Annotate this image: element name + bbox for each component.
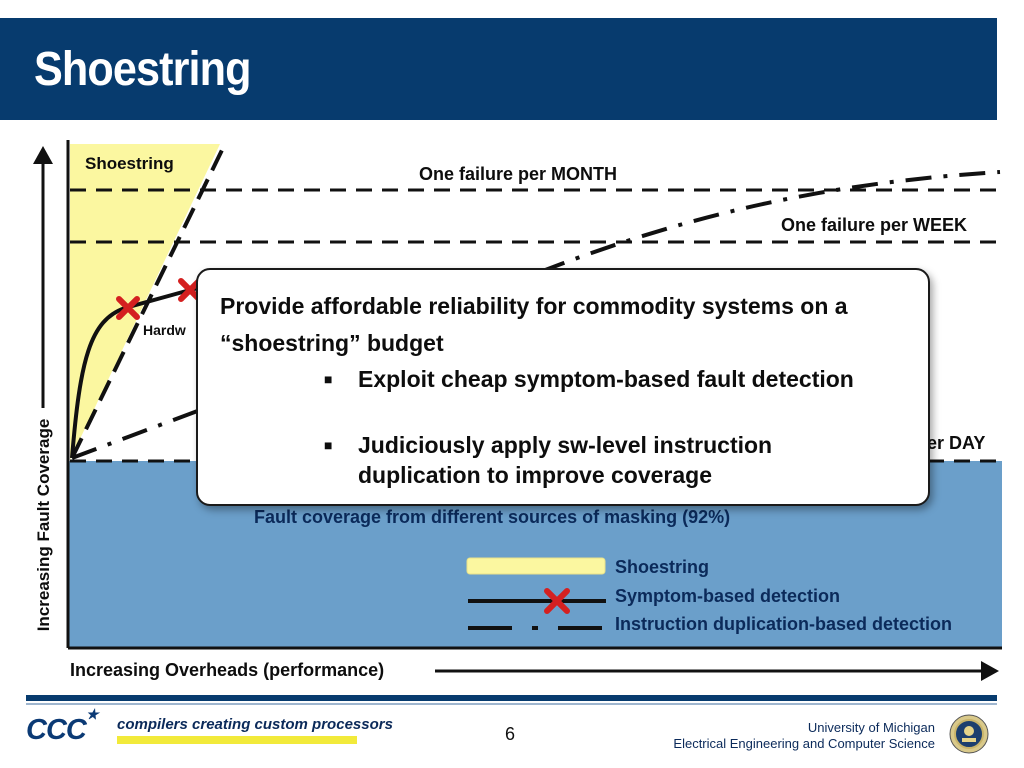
callout-main-text: Provide affordable reliability for commo… — [220, 293, 848, 356]
callout-box: Provide affordable reliability for commo… — [196, 268, 930, 506]
ccc-logo: CCC ★ — [26, 706, 99, 747]
legend-label-shoestring: Shoestring — [615, 557, 710, 577]
title-bar: Shoestring — [0, 18, 997, 120]
legend-label-symptom: Symptom-based detection — [615, 586, 841, 606]
masking-label: Fault coverage from different sources of… — [254, 507, 731, 527]
hardware-label: Hardw — [143, 322, 186, 338]
square-bullet-icon: ■ — [324, 371, 333, 387]
footer-rule-thin — [26, 703, 997, 705]
page-number: 6 — [505, 724, 516, 744]
legend-marker-icon — [544, 588, 570, 614]
day-threshold-label: er DAY — [927, 433, 986, 453]
callout-bullet: ■ Judiciously apply sw-level instruction… — [324, 430, 858, 490]
x-axis-arrowhead — [981, 661, 999, 681]
y-axis-arrowhead — [33, 146, 53, 164]
month-threshold-label: One failure per MONTH — [419, 164, 618, 184]
x-axis-label: Increasing Overheads (performance) — [70, 660, 385, 680]
square-bullet-icon: ■ — [324, 437, 333, 453]
legend-label-duplication: Instruction duplication-based detection — [615, 614, 953, 634]
shoestring-region-label: Shoestring — [85, 154, 174, 173]
footer-rule — [26, 695, 997, 701]
legend-swatch-shoestring — [466, 557, 606, 575]
department-name: Electrical Engineering and Computer Scie… — [673, 736, 935, 751]
star-icon: ★ — [86, 706, 99, 722]
callout-bullet: ■ Exploit cheap symptom-based fault dete… — [324, 364, 858, 394]
footer-tagline: compilers creating custom processors — [117, 716, 393, 733]
university-name: University of Michigan — [807, 720, 935, 735]
ccc-logo-text: CCC — [26, 714, 87, 746]
symptom-marker — [116, 296, 140, 320]
tagline-underline — [117, 736, 357, 744]
callout-bullet-text: Exploit cheap symptom-based fault detect… — [358, 366, 854, 392]
week-threshold-label: One failure per WEEK — [781, 215, 968, 235]
callout-bullet-text: Judiciously apply sw-level instruction d… — [358, 432, 773, 488]
slide-title: Shoestring — [34, 43, 252, 96]
y-axis-label: Increasing Fault Coverage — [34, 418, 53, 632]
university-seal-icon — [949, 714, 989, 754]
